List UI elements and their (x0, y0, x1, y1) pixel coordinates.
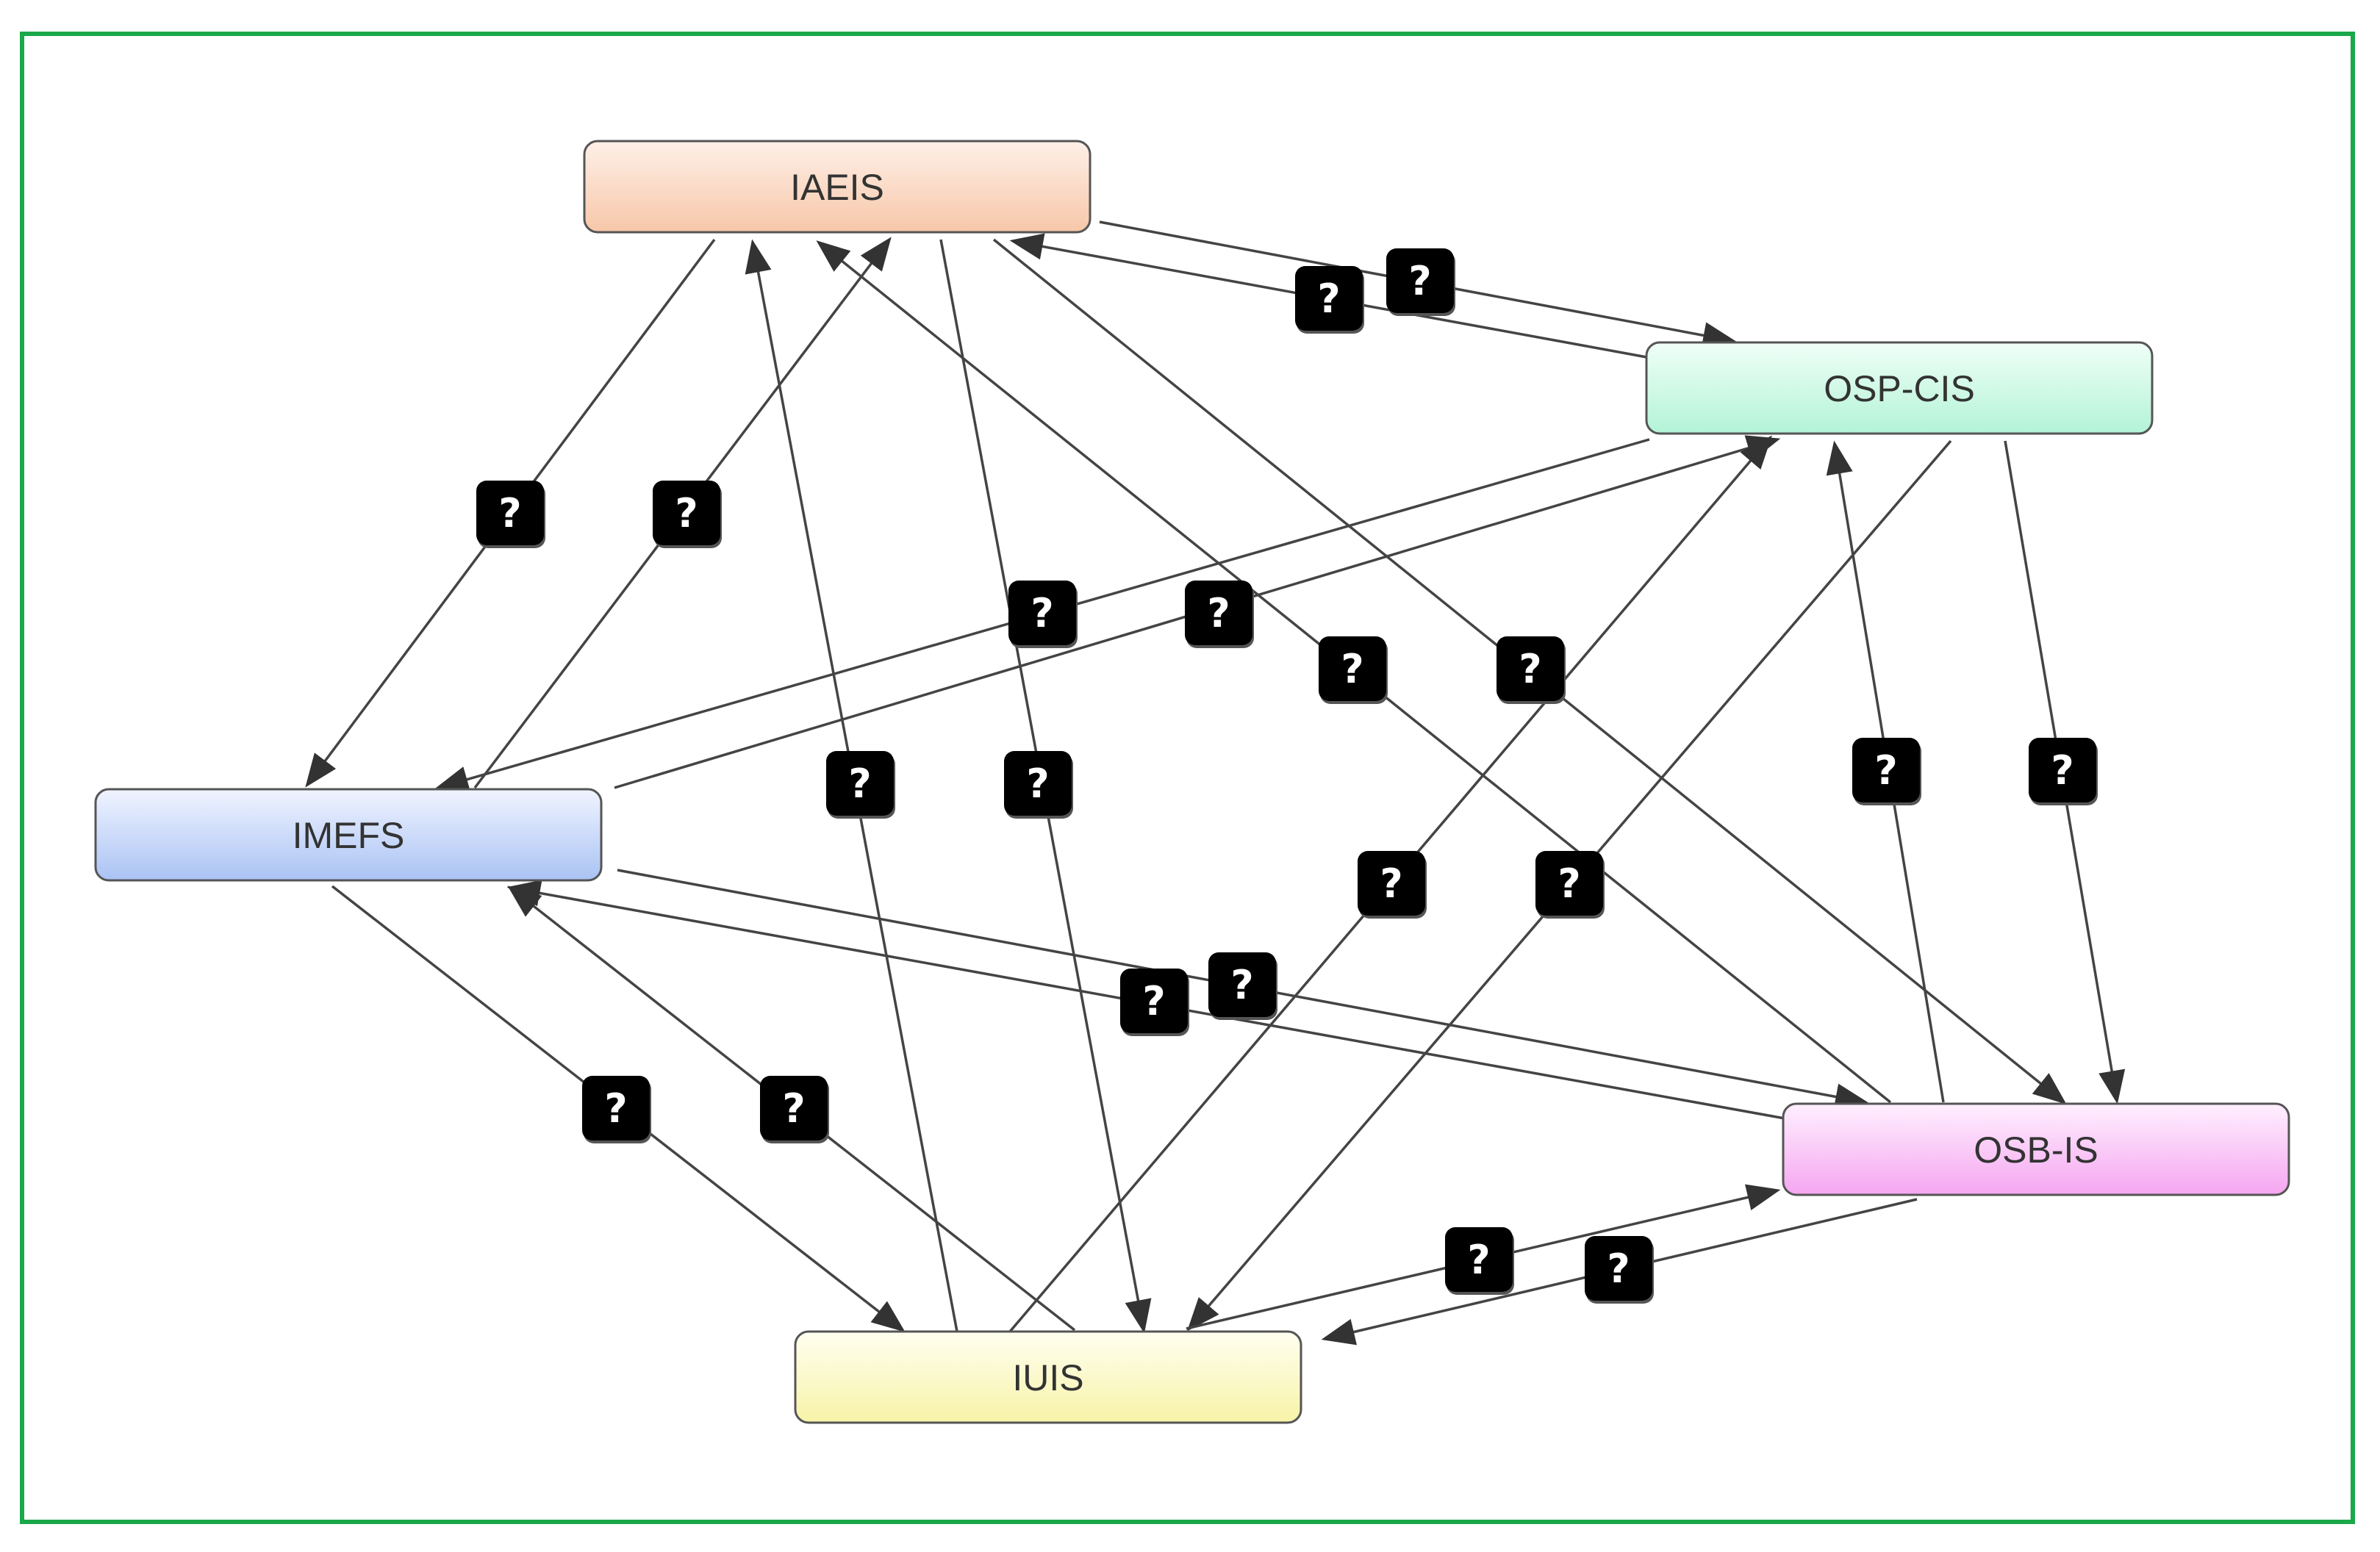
badges-layer: ???????????????????? (476, 248, 2098, 1304)
edge-label-badge[interactable]: ? (653, 481, 722, 548)
edge-label-badge[interactable]: ? (1008, 581, 1078, 648)
edge-label-badge[interactable]: ? (476, 481, 545, 548)
node-iaeis[interactable]: IAEIS (583, 140, 1092, 234)
edge-label-badge[interactable]: ? (1319, 636, 1388, 704)
edge-label-text: ? (1408, 258, 1431, 304)
edge-label-badge-bg (2029, 738, 2096, 802)
edge-label-text: ? (1341, 646, 1363, 692)
node-label: IAEIS (790, 167, 884, 208)
edge-label-badge[interactable]: ? (1497, 636, 1566, 704)
edge-label-badge-bg (1008, 581, 1076, 645)
edge-label-text: ? (1142, 978, 1165, 1024)
edge-label-badge[interactable]: ? (760, 1076, 829, 1143)
edge-label-badge-bg (1295, 266, 1363, 331)
edge-label-badge-bg (1358, 851, 1425, 916)
edge-label-badge-bg (653, 481, 720, 545)
edge-label-badge[interactable]: ? (1295, 266, 1364, 334)
edge-label-badge[interactable]: ? (1852, 738, 1921, 805)
edge-label-badge-bg (1319, 636, 1386, 701)
edge-label-text: ? (1317, 276, 1340, 322)
node-label: OSB-IS (1974, 1129, 2098, 1171)
edge-label-badge-bg (1004, 751, 1072, 816)
edge-label-text: ? (1207, 590, 1230, 636)
node-imefs[interactable]: IMEFS (94, 788, 603, 882)
edge-label-badge[interactable]: ? (1535, 851, 1605, 919)
edge-label-text: ? (848, 761, 871, 807)
edge-label-text: ? (1026, 761, 1049, 807)
edge-label-text: ? (1230, 962, 1253, 1008)
edge-label-badge-bg (1120, 969, 1188, 1033)
edge-label-text: ? (2051, 747, 2073, 794)
edge-label-badge[interactable]: ? (1004, 751, 1073, 819)
edge-label-text: ? (604, 1085, 627, 1132)
node-osbis[interactable]: OSB-IS (1782, 1102, 2290, 1196)
node-box (1782, 1102, 2290, 1196)
edge-label-badge-bg (1185, 581, 1252, 645)
node-iuis[interactable]: IUIS (794, 1330, 1302, 1424)
node-label: IUIS (1012, 1357, 1083, 1398)
edge-label-badge-bg (1535, 851, 1603, 916)
edge-label-text: ? (1607, 1246, 1630, 1292)
diagram-frame (20, 32, 2355, 1524)
node-label: OSP-CIS (1824, 368, 1975, 409)
node-box (94, 788, 603, 882)
edge-label-badge-bg (1585, 1236, 1652, 1301)
edge-label-badge[interactable]: ? (1585, 1236, 1654, 1304)
edge-label-badge[interactable]: ? (1445, 1227, 1514, 1295)
edge-label-text: ? (1874, 747, 1897, 794)
edge-label-badge[interactable]: ? (582, 1076, 651, 1143)
edge-label-badge[interactable]: ? (1358, 851, 1427, 919)
edge-label-badge-bg (760, 1076, 828, 1140)
edge-label-badge[interactable]: ? (1120, 969, 1189, 1036)
node-box (583, 140, 1092, 234)
edge-label-badge-bg (1208, 952, 1276, 1017)
edge-label-text: ? (1380, 861, 1402, 907)
edge-label-badge[interactable]: ? (2029, 738, 2098, 805)
edge-label-badge-bg (1445, 1227, 1513, 1292)
edge-label-badge-bg (1497, 636, 1564, 701)
node-box (794, 1330, 1302, 1424)
edge-label-text: ? (782, 1085, 805, 1132)
edge-label-text: ? (675, 490, 698, 536)
edge-label-text: ? (498, 490, 521, 536)
node-box (1645, 341, 2154, 435)
edge-label-text: ? (1031, 590, 1053, 636)
edge-label-badge[interactable]: ? (1185, 581, 1254, 648)
node-label: IMEFS (293, 815, 405, 856)
edge-label-text: ? (1558, 861, 1580, 907)
edge-label-badge[interactable]: ? (1208, 952, 1277, 1020)
nodes-layer: IAEIS OSP-CIS IMEFS OSB-IS IUIS (94, 140, 2290, 1424)
edge-label-badge-bg (826, 751, 894, 816)
edge-label-text: ? (1519, 646, 1541, 692)
edge-label-text: ? (1467, 1237, 1490, 1283)
node-ospcis[interactable]: OSP-CIS (1645, 341, 2154, 435)
edge-label-badge-bg (1852, 738, 1920, 802)
edge-label-badge[interactable]: ? (1386, 248, 1455, 316)
edge-label-badge[interactable]: ? (826, 751, 895, 819)
edge-label-badge-bg (1386, 248, 1454, 313)
edge-label-badge-bg (582, 1076, 650, 1140)
edge-label-badge-bg (476, 481, 544, 545)
